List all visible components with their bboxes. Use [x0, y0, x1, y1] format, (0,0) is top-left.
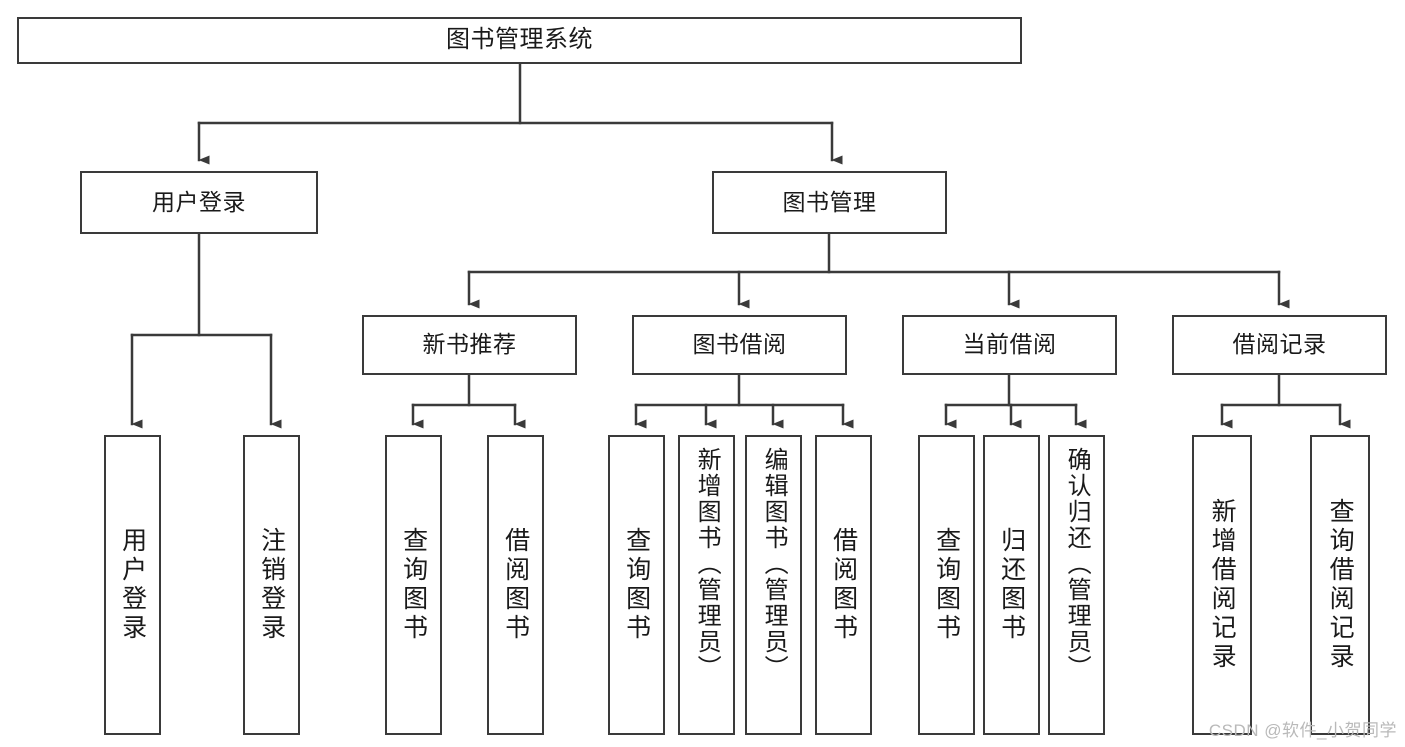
node-borrow-record[interactable]: 借阅记录 [1172, 315, 1387, 375]
node-book-borrow-label: 图书借阅 [692, 331, 787, 358]
node-root-label: 图书管理系统 [446, 26, 593, 54]
node-current-borrow[interactable]: 当前借阅 [902, 315, 1117, 375]
node-leaf-edit-book-admin-label: 编辑图书（管理员） [760, 447, 788, 681]
node-leaf-edit-book-admin[interactable]: 编辑图书（管理员） [745, 435, 802, 735]
node-leaf-query-borrow-record-label: 查询借阅记录 [1326, 498, 1355, 672]
node-leaf-add-borrow-record[interactable]: 新增借阅记录 [1192, 435, 1252, 735]
node-leaf-query-book-1-label: 查询图书 [399, 527, 428, 643]
node-user-login[interactable]: 用户登录 [80, 171, 318, 234]
node-leaf-query-book-1[interactable]: 查询图书 [385, 435, 442, 735]
node-leaf-logout-label: 注销登录 [257, 527, 286, 643]
node-leaf-query-book-3-label: 查询图书 [932, 527, 961, 643]
node-new-book-recommend-label: 新书推荐 [422, 331, 517, 358]
node-leaf-query-book-3[interactable]: 查询图书 [918, 435, 975, 735]
node-leaf-borrow-book-2-label: 借阅图书 [829, 527, 858, 643]
node-leaf-borrow-book-1-label: 借阅图书 [501, 527, 530, 643]
node-borrow-record-label: 借阅记录 [1232, 331, 1327, 358]
node-leaf-user-login[interactable]: 用户登录 [104, 435, 161, 735]
node-book-management[interactable]: 图书管理 [712, 171, 947, 234]
node-root[interactable]: 图书管理系统 [17, 17, 1022, 64]
node-leaf-query-borrow-record[interactable]: 查询借阅记录 [1310, 435, 1370, 735]
node-user-login-label: 用户登录 [152, 188, 246, 215]
node-leaf-borrow-book-2[interactable]: 借阅图书 [815, 435, 872, 735]
node-leaf-add-book-admin-label: 新增图书（管理员） [693, 447, 721, 681]
node-leaf-add-book-admin[interactable]: 新增图书（管理员） [678, 435, 735, 735]
node-current-borrow-label: 当前借阅 [962, 331, 1057, 358]
node-book-borrow[interactable]: 图书借阅 [632, 315, 847, 375]
node-leaf-user-login-label: 用户登录 [118, 527, 147, 643]
node-leaf-add-borrow-record-label: 新增借阅记录 [1208, 498, 1237, 672]
node-new-book-recommend[interactable]: 新书推荐 [362, 315, 577, 375]
node-leaf-query-book-2-label: 查询图书 [622, 527, 651, 643]
node-leaf-confirm-return-admin[interactable]: 确认归还（管理员） [1048, 435, 1105, 735]
node-leaf-logout[interactable]: 注销登录 [243, 435, 300, 735]
node-leaf-query-book-2[interactable]: 查询图书 [608, 435, 665, 735]
node-leaf-borrow-book-1[interactable]: 借阅图书 [487, 435, 544, 735]
node-book-management-label: 图书管理 [782, 188, 877, 215]
node-leaf-return-book-label: 归还图书 [997, 527, 1026, 643]
node-leaf-confirm-return-admin-label: 确认归还（管理员） [1063, 447, 1091, 681]
node-leaf-return-book[interactable]: 归还图书 [983, 435, 1040, 735]
